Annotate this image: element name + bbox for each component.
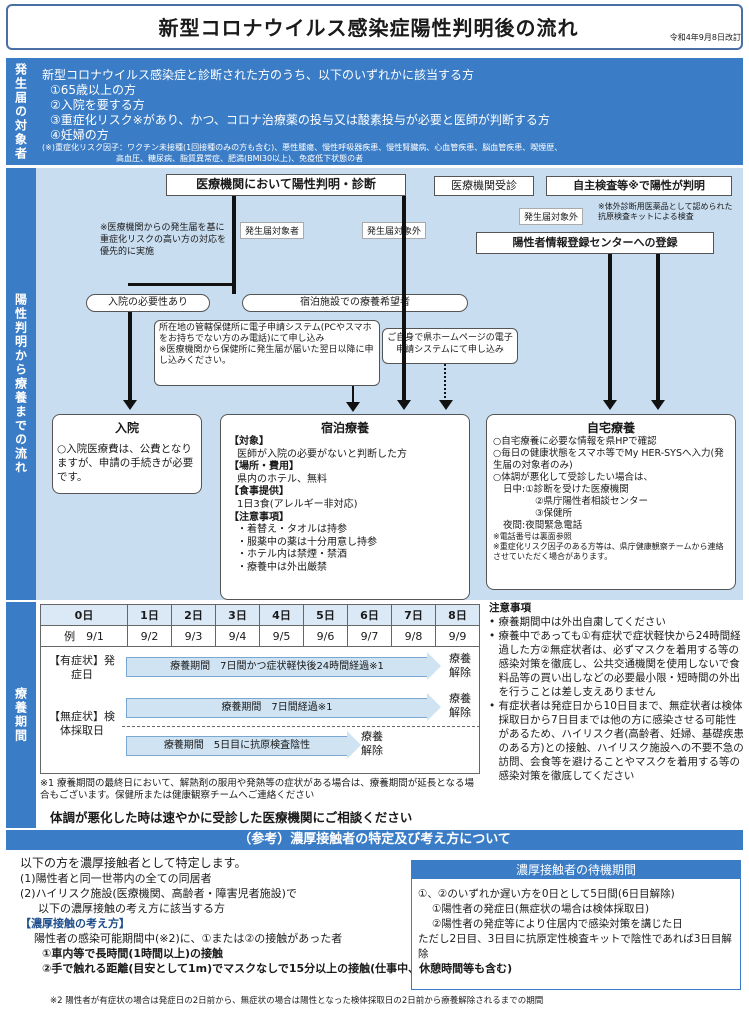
arrow-target-line — [232, 196, 236, 294]
home-title: 自宅療養 — [586, 421, 635, 435]
target-item-2: ②入院を要する方 — [50, 98, 145, 112]
admission-needed-label: 入院の必要性あり — [86, 294, 210, 312]
arrow-home-head-2 — [603, 400, 617, 410]
reference-title: （参考）濃厚接触者の特定及び考え方について — [6, 830, 743, 850]
symptomatic-release: 療養解除 — [449, 652, 471, 679]
waiting-period-box: 濃厚接触者の待機期間 ①、②のいずれか遅い方を0日として5日間(6日目解除) ①… — [411, 860, 741, 990]
admission-body: ○入院医療費は、公費となりますが、申請の手続きが必要です。 — [57, 443, 194, 483]
home-details: ○自宅療養に必要な情報を県HPで確認 ○毎日の健康状態をスマホ等でMy HER-… — [493, 436, 724, 561]
risk-factors-2: 高血圧、糖尿病、脂質異常症、肥満(BMI30以上)、免疫低下状態の者 — [116, 154, 364, 163]
hotel-title: 宿泊療養 — [320, 421, 369, 435]
page-title: 新型コロナウイルス感染症陽性判明後の流れ — [158, 16, 579, 40]
antigen-arrowhead — [347, 731, 361, 759]
not-target-label: 発生届対象外 — [362, 222, 427, 239]
target-item-4: ④妊婦の方 — [50, 128, 109, 142]
arrow-home-head-3 — [651, 400, 665, 410]
arrow-home-line-3 — [656, 254, 660, 402]
symptomatic-arrowhead — [427, 652, 441, 680]
asymptomatic-arrowhead — [427, 693, 441, 721]
revision-date: 令和4年9月8日改訂 — [669, 33, 741, 42]
waiting-period-title: 濃厚接触者の待機期間 — [412, 861, 740, 879]
timeline-days-row: 0日 1日 2日 3日 4日 5日 6日 7日 8日 — [40, 604, 480, 626]
flow-section: 医療機関において陽性判明・診断 医療機関受診 自主検査等※で陽性が判明 発生届対… — [36, 168, 743, 600]
diagnosis-box: 医療機関において陽性判明・診断 — [166, 174, 406, 196]
reference-footnote: ※2 陽性者が有症状の場合は発症日の2日前から、無症状の場合は陽性となった検体採… — [50, 996, 544, 1006]
self-test-box: 自主検査等※で陽性が判明 — [546, 176, 732, 196]
kit-note: ※体外診断用医薬品として認められた抗原検査キットによる検査 — [598, 202, 733, 221]
admission-title: 入院 — [114, 421, 139, 435]
risk-factors-1: (※)重症化リスク因子：ワクチン未接種(1回接種のみの方も含む)、悪性腫瘍、慢性… — [42, 143, 563, 152]
arrow-admit-head — [123, 400, 137, 410]
not-target-small-label: 発生届対象外 — [519, 208, 584, 225]
arrow-hotel-head — [346, 402, 360, 412]
arrow-dotted-line-1 — [444, 364, 446, 402]
title-box — [6, 4, 743, 50]
asymptomatic-release: 療養解除 — [449, 692, 471, 719]
close-contact-definition: 以下の方を濃厚接触者として特定します。 (1)陽性者と同一世帯内の全ての同居者 … — [20, 856, 513, 975]
clinic-visit-box: 医療機関受診 — [434, 176, 534, 196]
waiting-period-body: ①、②のいずれか遅い方を0日として5日間(6日目解除) ①陽性者の発症日(無症状… — [418, 888, 732, 960]
target-label: 発生届対象者 — [240, 222, 305, 239]
symptomatic-bar: 療養期間 7日間かつ症状軽快後24時間経過※1 — [126, 657, 428, 677]
consult-warning: 体調が悪化した時は速やかに受診した医療機関にご相談ください — [50, 810, 413, 825]
sidebar-target: 発生届の対象者 — [6, 58, 36, 165]
timeline-divider — [122, 726, 480, 727]
target-item-1: ①65歳以上の方 — [50, 83, 137, 97]
health-center-apply-note: 所在地の管轄保健所に電子申請システム(PCやスマホをお持ちでない方のみ電話)にて… — [154, 320, 380, 386]
hotel-wish-label: 宿泊施設での療養希望者 — [242, 294, 468, 312]
hotel-box: 宿泊療養 【対象】 医師が入院の必要がないと判断した方 【場所・費用】 県内のホ… — [220, 414, 470, 600]
symptomatic-label: 【有症状】発症日 — [49, 654, 115, 681]
sidebar-period: 療養期間 — [6, 602, 36, 828]
arrow-dotted-head-1 — [439, 400, 453, 410]
caution-item: • 療養中であっても①有症状で症状軽快から24時間経過した方②無症状者は、必ずマ… — [489, 630, 741, 698]
period-section: 0日 1日 2日 3日 4日 5日 6日 7日 8日 例 9/1 9/2 9/3… — [36, 602, 486, 828]
caution-title: 注意事項 — [489, 602, 531, 614]
antigen-release: 療養解除 — [361, 730, 383, 757]
target-intro: 新型コロナウイルス感染症と診断された方のうち、以下のいずれかに該当する方 — [42, 68, 475, 82]
hotel-details: 【対象】 医師が入院の必要がないと判断した方 【場所・費用】 県内のホテル、無料… — [229, 436, 407, 573]
admission-box: 入院 ○入院医療費は、公費となりますが、申請の手続きが必要です。 — [52, 414, 202, 494]
caution-item: • 有症状者は発症日から10日目まで、無症状者は検体採取日から7日目までは他の方… — [489, 700, 744, 782]
timeline-table: 0日 1日 2日 3日 4日 5日 6日 7日 8日 例 9/1 9/2 9/3… — [40, 604, 480, 647]
asymptomatic-label: 【無症状】検体採取日 — [49, 710, 115, 737]
home-box: 自宅療養 ○自宅療養に必要な情報を県HPで確認 ○毎日の健康状態をスマホ等でMy… — [486, 414, 736, 590]
target-section: 新型コロナウイルス感染症と診断された方のうち、以下のいずれかに該当する方 ①65… — [36, 58, 743, 165]
registration-center-box: 陽性者情報登録センターへの登録 — [476, 232, 714, 254]
arrow-home-line-1 — [402, 196, 406, 402]
antigen-bar: 療養期間 5日目に抗原検査陰性 — [126, 736, 348, 756]
priority-note: ※医療機関からの発生届を基に重症化リスクの高い方の対応を優先的に実施 — [100, 223, 227, 257]
arrow-hotel-line — [352, 386, 354, 404]
sidebar-flow: 陽性判明から療養までの流れ — [6, 168, 36, 600]
arrow-home-line-2 — [608, 254, 612, 402]
caution-notes: 注意事項 • 療養期間中は外出自粛してください • 療養中であっても①有症状で症… — [489, 601, 745, 783]
target-item-3: ③重症化リスク※があり、かつ、コロナ治療薬の投与又は酸素投与が必要と医師が判断す… — [50, 113, 550, 127]
arrow-split-line — [128, 283, 234, 286]
period-footnote: ※1 療養期間の最終日において、解熱剤の服用や発熱等の症状がある場合は、療養期間… — [40, 778, 474, 801]
caution-item: • 療養期間中は外出自粛してください — [489, 616, 666, 628]
arrow-home-head-1 — [397, 400, 411, 410]
asymptomatic-bar: 療養期間 7日間経過※1 — [126, 698, 428, 718]
timeline-body — [40, 646, 480, 774]
timeline-dates-row: 例 9/1 9/2 9/3 9/4 9/5 9/6 9/7 9/8 9/9 — [40, 625, 480, 647]
arrow-admit-line — [128, 312, 132, 402]
